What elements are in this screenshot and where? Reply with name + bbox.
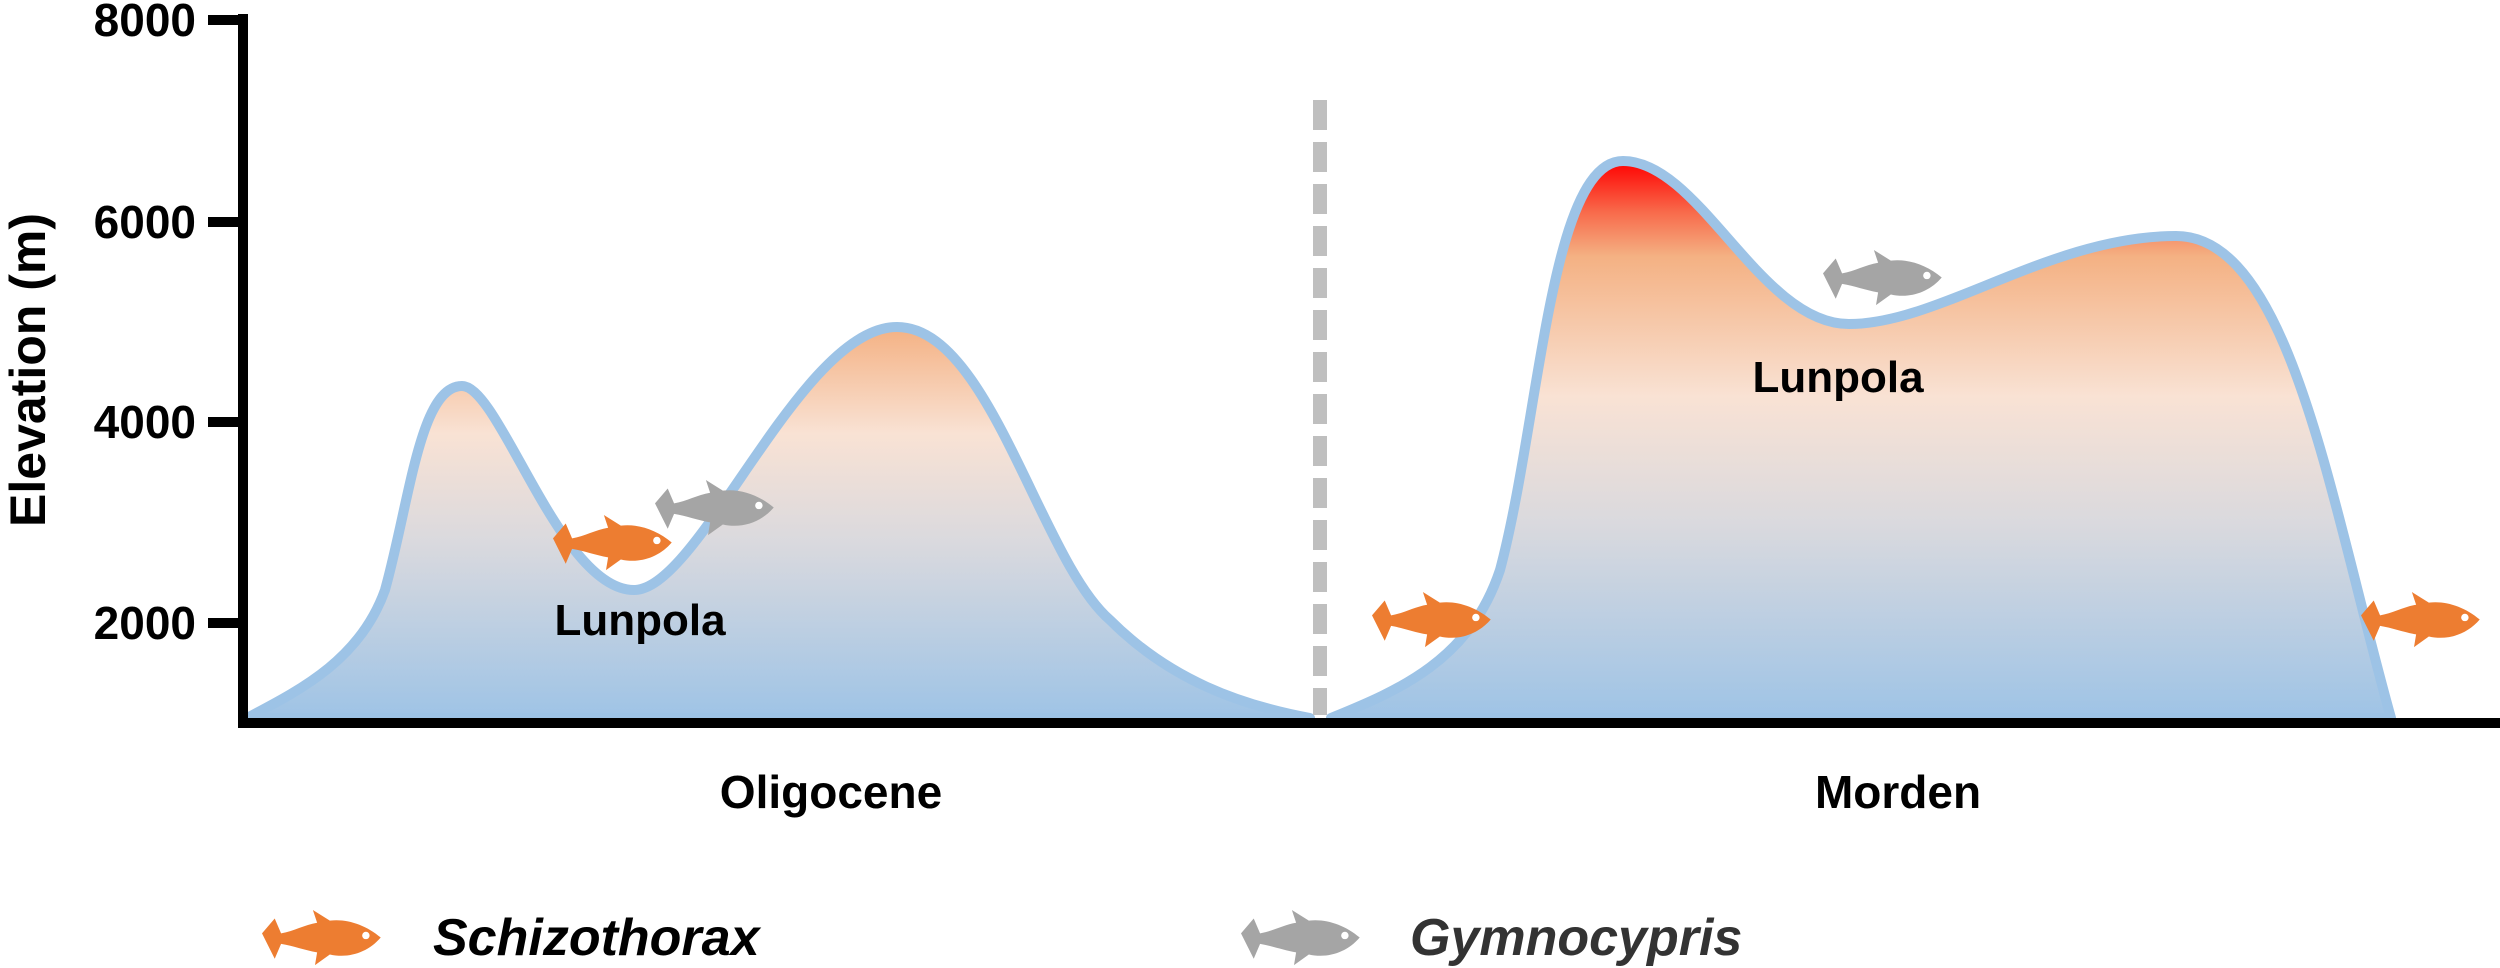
y-tick-label-8000: 8000 (94, 0, 196, 46)
y-axis-title: Elevation (m) (0, 213, 56, 527)
oligocene-region-label: Lunpola (554, 596, 726, 645)
legend: Schizothorax Gymnocypris (262, 909, 1742, 967)
legend-gymnocypris-label: Gymnocypris (1410, 909, 1742, 967)
morden-period-label: Morden (1815, 766, 1981, 818)
oligocene-period-label: Oligocene (720, 766, 942, 818)
oligocene-terrain (242, 322, 1315, 723)
legend-gymnocypris-icon (1241, 910, 1360, 966)
legend-schizothorax-icon (262, 910, 381, 966)
legend-schizothorax-label: Schizothorax (433, 909, 762, 967)
morden-region-label: Lunpola (1752, 353, 1924, 402)
y-tick-label-4000: 4000 (94, 396, 196, 448)
gymnocypris-fish-icon (1823, 250, 1942, 306)
schizothorax-fish-icon (2361, 592, 2480, 648)
y-tick-label-6000: 6000 (94, 196, 196, 248)
morden-terrain (1326, 156, 2396, 723)
y-tick-label-2000: 2000 (94, 597, 196, 649)
